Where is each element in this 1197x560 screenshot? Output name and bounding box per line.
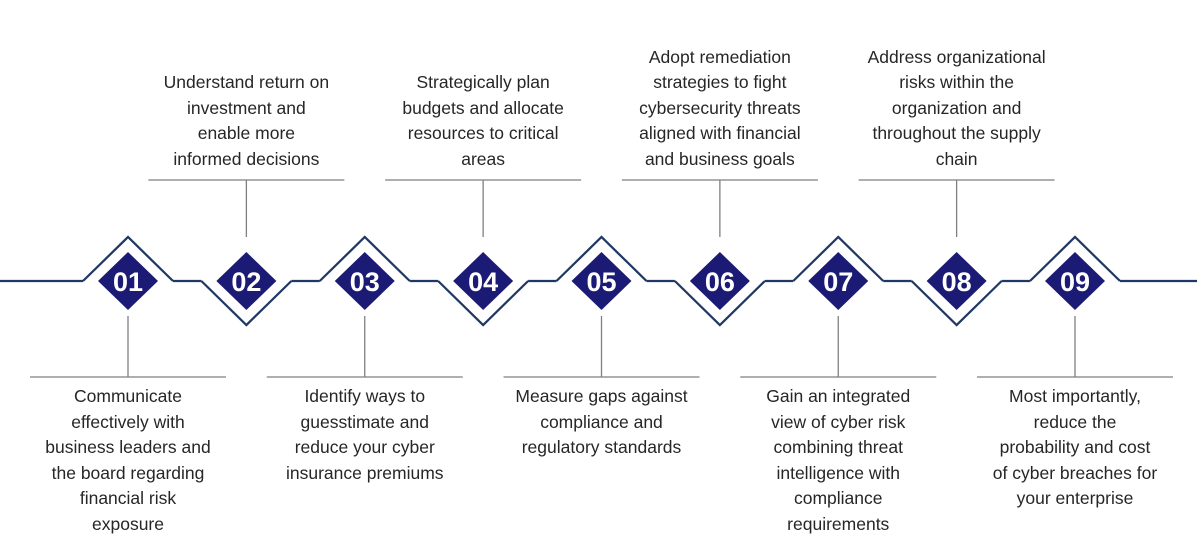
step-diamond xyxy=(216,252,277,310)
step-description: Address organizational risks within the … xyxy=(867,46,1046,169)
chevron-outline xyxy=(318,235,411,282)
chevron-outline xyxy=(674,280,766,327)
step-number: 07 xyxy=(823,267,853,297)
step-diamond xyxy=(98,252,158,310)
chevron-outline xyxy=(555,235,648,282)
step-number: 08 xyxy=(942,267,972,297)
step-description: Adopt remediation strategies to fight cy… xyxy=(639,46,801,169)
step-diamond xyxy=(1045,252,1105,310)
step-description: Strategically plan budgets and allocate … xyxy=(402,72,564,169)
step-description: Most importantly, reduce the probability… xyxy=(992,386,1158,508)
step-description: Gain an integrated view of cyber risk co… xyxy=(766,386,911,534)
step-diamond xyxy=(571,252,632,310)
chevron-outline xyxy=(1029,235,1121,282)
step-number: 05 xyxy=(586,267,616,297)
step-number: 09 xyxy=(1060,267,1090,297)
chevron-outline xyxy=(792,235,885,282)
chevron-outline xyxy=(437,280,529,327)
step-number: 01 xyxy=(113,267,143,297)
chevron-outline xyxy=(200,280,293,327)
chevron-outline xyxy=(82,235,174,282)
step-diamond xyxy=(689,252,750,310)
step-number: 03 xyxy=(350,267,380,297)
step-description: Identify ways to guesstimate and reduce … xyxy=(285,386,444,483)
step-description: Understand return on investment and enab… xyxy=(163,72,330,169)
step-number: 04 xyxy=(468,267,498,297)
step-description: Measure gaps against compliance and regu… xyxy=(515,386,688,457)
chevron-outline xyxy=(910,280,1003,327)
step-diamond xyxy=(453,252,514,310)
step-number: 02 xyxy=(231,267,261,297)
step-diamond xyxy=(334,252,395,310)
step-number: 06 xyxy=(705,267,735,297)
step-description: Communicate effectively with business le… xyxy=(45,386,211,534)
step-diamond xyxy=(808,252,869,310)
step-diamond xyxy=(926,252,987,310)
